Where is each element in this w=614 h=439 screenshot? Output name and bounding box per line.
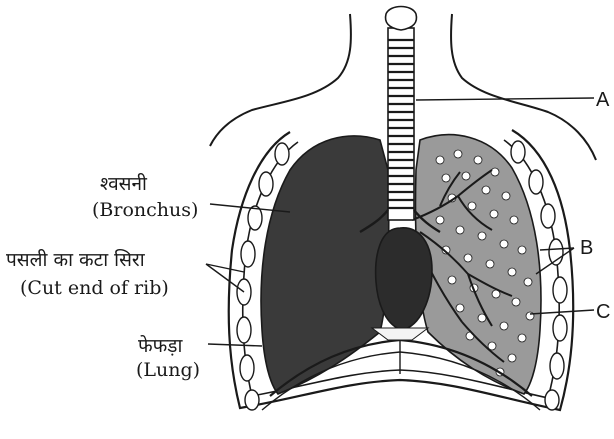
trachea — [388, 28, 414, 220]
label-lung-english: (Lung) — [136, 359, 200, 381]
label-C: C — [596, 301, 610, 323]
left-lung — [261, 136, 389, 394]
label-bronchus-hindi: श्वसनी — [100, 172, 148, 195]
right-lung — [416, 135, 541, 394]
label-B: B — [580, 237, 593, 259]
body-outline-left — [210, 14, 351, 146]
larynx — [386, 7, 417, 31]
label-lung-hindi: फेफड़ा — [138, 334, 183, 357]
mediastinum-gap — [372, 328, 428, 340]
label-bronchus-english: (Bronchus) — [92, 199, 198, 221]
label-rib-hindi: पसली का कटा सिरा — [6, 248, 146, 271]
label-A: A — [596, 89, 610, 111]
label-rib-english: (Cut end of rib) — [20, 277, 169, 299]
